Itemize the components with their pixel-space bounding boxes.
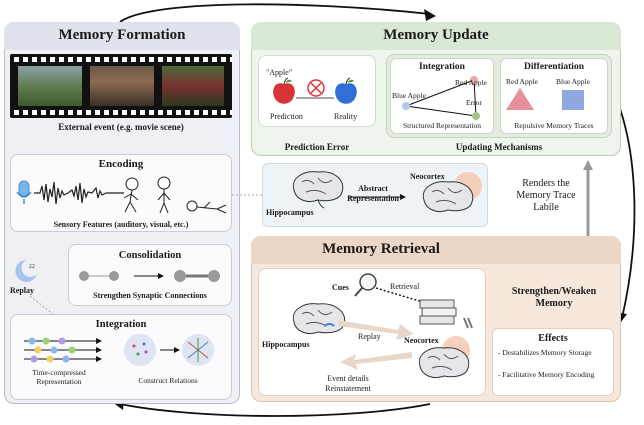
replay-label: Replay	[10, 286, 34, 295]
differentiation-blue-apple: Blue Apple	[556, 77, 590, 86]
film-strip	[10, 54, 232, 118]
apple-quote-label: "Apple"	[266, 68, 293, 77]
integration-error: Error	[466, 98, 482, 107]
memory-retrieval-header	[251, 236, 621, 264]
retrieval-label: Retrieval	[390, 282, 420, 291]
update-brain-right-icon	[422, 172, 482, 213]
differentiation-red-apple: Red Apple	[506, 77, 538, 86]
film-frame-2	[90, 66, 154, 106]
memory-formation-header	[4, 22, 240, 50]
differentiation-caption: Repulsive Memory Traces	[514, 121, 594, 130]
svg-text:zz: zz	[29, 264, 35, 270]
encoding-to-update-connector	[232, 194, 262, 196]
event-caption: External event (e.g. movie scene)	[58, 122, 184, 132]
abstract-arrow	[348, 194, 406, 200]
prediction-error-caption: Prediction Error	[284, 142, 350, 152]
update-integration-box	[390, 58, 494, 134]
prediction-label: Prediction	[270, 112, 303, 121]
effects-title: Effects	[538, 333, 568, 344]
update-integration-title: Integration	[419, 62, 465, 72]
labile-up-arrow	[583, 160, 593, 236]
update-brain-left-icon	[292, 171, 344, 209]
microphone-icon	[16, 180, 32, 204]
film-frame-3	[162, 66, 224, 106]
encoding-title: Encoding	[98, 158, 144, 170]
effects-item-1-text: Destabilizes Memory Storage	[502, 348, 592, 357]
labile-side-note: Renders the Memory Trace Labile	[516, 178, 576, 213]
reinstatement-arrow	[340, 352, 412, 370]
time-compressed-sequence	[24, 337, 102, 363]
memory-retrieval-title: Memory Retrieval	[322, 241, 440, 257]
replay-arrow	[338, 320, 414, 340]
time-compressed-caption: Time-compressed Representation	[32, 368, 86, 386]
integration-blue-apple: Blue Apple	[392, 91, 426, 100]
sound-wave-icon	[34, 181, 124, 205]
effects-item-1: - Destabilizes Memory Storage	[498, 348, 592, 357]
retrieval-neocortex-label: Neocortex	[404, 336, 439, 345]
encoding-caption: Sensory Features (auditory, visual, etc.…	[53, 220, 189, 229]
differentiation-title: Differentiation	[524, 62, 584, 72]
integration-red-apple: Red Apple	[455, 78, 487, 87]
memory-formation-title: Memory Formation	[58, 27, 186, 43]
books-icon	[419, 299, 457, 325]
update-neocortex-label: Neocortex	[410, 172, 445, 181]
abstract-representation-label: Abstract Representation	[347, 184, 399, 203]
memory-update-title: Memory Update	[383, 27, 489, 43]
relations-diagram	[124, 334, 214, 366]
retrieval-replay-label: Replay	[358, 332, 381, 341]
differentiation-box	[500, 58, 608, 134]
film-frame-1	[18, 66, 82, 106]
memory-update-header	[251, 22, 621, 50]
formation-integration-title: Integration	[95, 319, 147, 330]
equals-icon	[463, 317, 473, 329]
effects-box	[492, 328, 614, 396]
retrieval-brain-left-icon	[292, 303, 346, 335]
effects-item-2: - Facilitative Memory Encoding	[498, 370, 595, 379]
prediction-apples	[273, 77, 357, 104]
cues-label: Cues	[332, 283, 349, 292]
differentiation-shapes	[506, 88, 584, 110]
updating-mechanisms-caption: Updating Mechanisms	[455, 142, 543, 152]
synapse-diagram	[79, 270, 220, 282]
retrieval-brain-right-icon	[418, 336, 470, 379]
update-hippocampus-label: Hippocampus	[266, 208, 314, 217]
stick-figures-icon	[123, 176, 227, 214]
reality-label: Reality	[334, 112, 358, 121]
strengthen-weaken-label: Strengthen/Weaken Memory	[511, 286, 597, 309]
retrieval-hippocampus-label: Hippocampus	[262, 340, 310, 349]
construct-relations-caption: Construct Relations	[138, 376, 198, 385]
reinstatement-label: Event details Reinstatement	[325, 374, 371, 393]
magnifier-icon	[354, 273, 377, 297]
integration-structured: Structured Representation	[402, 121, 482, 130]
consolidation-caption: Strengthen Synaptic Connections	[93, 291, 207, 300]
effects-item-2-text: Facilitative Memory Encoding	[502, 370, 595, 379]
integration-triangle	[402, 76, 480, 120]
moon-icon: zz	[15, 260, 37, 282]
consolidation-title: Consolidation	[118, 250, 182, 261]
